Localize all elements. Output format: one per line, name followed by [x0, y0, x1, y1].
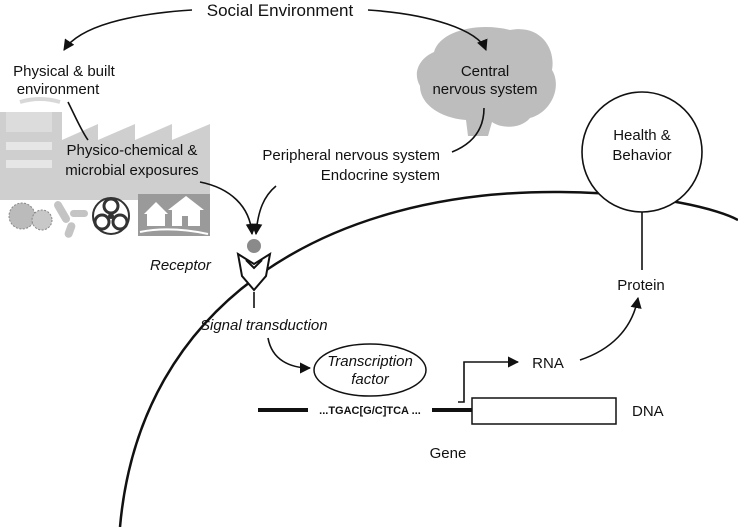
- cns-label-line2: nervous system: [432, 81, 537, 98]
- transcription-factor-label-line2: factor: [351, 371, 390, 388]
- arrow-peripheral-to-receptor: [251, 185, 277, 236]
- cell-membrane: [118, 190, 738, 527]
- arrow-rna-to-protein: [579, 296, 642, 361]
- arrow-exposures-to-receptor: [199, 181, 257, 236]
- virus-icon: [8, 202, 53, 231]
- health-label: Health &: [613, 127, 671, 144]
- cns-label: Central: [461, 63, 509, 80]
- biohazard-icon: [92, 197, 130, 235]
- peripheral-label: Peripheral nervous system: [262, 147, 440, 164]
- bacteria-icon: [54, 201, 88, 238]
- physical-built-label-line2: environment: [17, 81, 100, 98]
- behavior-label: Behavior: [612, 147, 671, 164]
- line-physical-to-exposures: [67, 101, 89, 141]
- gene-label: Gene: [430, 445, 467, 462]
- factory-icon: [0, 97, 210, 200]
- endocrine-label: Endocrine system: [321, 167, 440, 184]
- exposures-label-line2: microbial exposures: [65, 162, 198, 179]
- arrow-social-to-physical: [63, 9, 193, 51]
- protein-label: Protein: [617, 277, 665, 294]
- physical-built-label: Physical & built: [13, 63, 116, 80]
- social-environment-label: Social Environment: [207, 1, 354, 20]
- gene-box: [471, 397, 617, 425]
- houses-icon: [138, 194, 210, 236]
- receptor-label: Receptor: [150, 257, 212, 274]
- signal-transduction-label: Signal transduction: [200, 317, 328, 334]
- brain-icon: [416, 26, 556, 136]
- rna-label: RNA: [532, 355, 564, 372]
- dna-label: DNA: [632, 403, 664, 420]
- arrow-social-to-cns: [367, 9, 488, 52]
- arrow-to-rna: [458, 356, 520, 403]
- sequence-label: ...TGAC[G/C]TCA ...: [319, 405, 421, 417]
- exposures-label: Physico-chemical &: [67, 142, 198, 159]
- line-cns-to-peripheral: [451, 107, 485, 153]
- arrow-signal-to-tf: [267, 337, 312, 374]
- transcription-factor-node: [313, 343, 427, 397]
- receptor-icon: [236, 239, 272, 292]
- health-behavior-node: [581, 91, 703, 213]
- transcription-factor-label: Transcription: [327, 353, 413, 370]
